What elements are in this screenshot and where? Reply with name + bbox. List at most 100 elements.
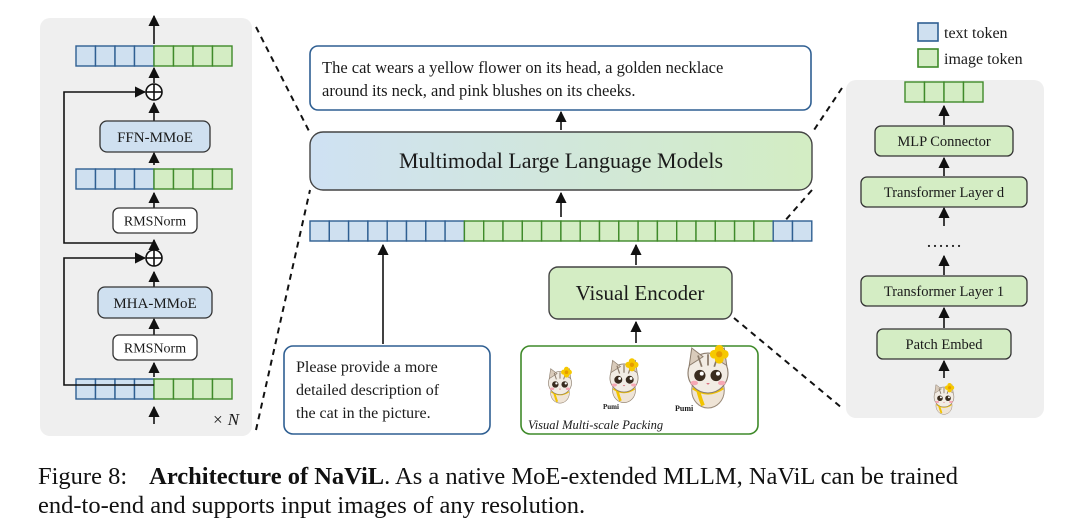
mlp-connector-block: MLP Connector [874,125,1014,157]
image-token [943,81,965,103]
text-token [425,220,446,242]
text-token [367,220,388,242]
text-token [347,220,369,242]
image-token [695,220,716,242]
cat-image-input [933,382,956,416]
architecture-diagram: FFN-MMoE RMSNorm MHA-MMoE RMSNorm × N Th… [40,14,1044,436]
right-output-tokens [904,81,984,103]
output-text-box: The cat wears a yellow flower on its hea… [309,45,812,111]
text-token [772,220,794,242]
text-token [133,45,155,67]
llm-block: Multimodal Large Language Models [309,131,813,191]
image-token [540,220,562,242]
visual-encoder-block: Visual Encoder [548,266,733,320]
image-token [211,45,233,67]
patch-embed-block: Patch Embed [876,328,1012,360]
transformer-layer-1-block: Transformer Layer 1 [860,275,1028,307]
text-token [114,45,136,67]
caption-line-1: . As a native MoE-extended MLLM, NaViL c… [384,463,958,490]
output-text-line-1: The cat wears a yellow flower on its hea… [322,58,723,77]
image-token [211,378,233,400]
image-token [153,168,175,190]
prompt-line-1: Please provide a more [296,359,438,376]
image-token [904,81,926,103]
text-token [94,378,116,400]
image-token [172,45,194,67]
image-token [753,220,774,242]
image-token [560,220,581,242]
packing-label: Visual Multi-scale Packing [528,418,663,432]
zoom-line-left-top [255,26,311,134]
image-token [733,220,755,242]
cat-image-small [547,365,573,405]
image-token [656,220,678,242]
rmsnorm-bottom-label: RMSNorm [124,342,186,357]
text-token [791,220,813,242]
text-token [75,378,97,400]
image-token [521,220,543,242]
cat-tag-large: Pumi [675,404,694,413]
text-token [133,378,155,400]
text-token [114,378,136,400]
legend: text token image token [917,22,1023,68]
residual-connection-bottom [63,252,154,386]
image-token [153,378,175,400]
text-token [114,168,136,190]
legend-image-token-label: image token [944,51,1023,68]
visual-encoder-label: Visual Encoder [576,281,705,305]
image-token [618,220,639,242]
multiscale-images-box: Pumi Pumi Visual Multi-scale Packing [520,343,759,435]
text-token [386,220,408,242]
image-token [192,378,214,400]
residual-connection-top [63,86,154,244]
transformer-layer-d-label: Transformer Layer d [884,185,1005,201]
add-node-bottom [145,249,163,267]
cat-image-large [686,343,731,410]
cat-tag-medium: Pumi [603,403,619,411]
caption-line-2: end-to-end and supports input images of … [38,492,586,519]
image-token [153,45,175,67]
image-token [676,220,697,242]
image-token [923,81,945,103]
image-token [172,378,194,400]
rmsnorm-top-block: RMSNorm [112,207,198,234]
text-token [133,168,155,190]
cat-image-medium [608,356,640,404]
legend-text-token-swatch [917,22,939,42]
legend-image-token-swatch [917,48,939,68]
text-token [75,168,97,190]
image-token [463,220,485,242]
prompt-line-3: the cat in the picture. [296,405,431,422]
image-token [192,168,214,190]
left-token-rows [75,45,233,400]
mha-mmoe-block: MHA-MMoE [97,286,213,319]
prompt-text-box: Please provide a more detailed descripti… [283,345,491,435]
mha-mmoe-label: MHA-MMoE [113,296,196,312]
image-token [211,168,233,190]
layers-ellipsis: …… [926,231,962,251]
text-token [309,220,330,242]
text-token [444,220,466,242]
text-token [328,220,350,242]
image-token [192,45,214,67]
image-token [637,220,659,242]
image-token [172,168,194,190]
rmsnorm-top-label: RMSNorm [124,215,186,230]
legend-text-token-label: text token [944,25,1008,42]
caption-title: Architecture of NaViL [149,463,385,490]
transformer-layer-d-block: Transformer Layer d [860,176,1028,208]
rmsnorm-bottom-block: RMSNorm [112,334,198,361]
transformer-layer-1-label: Transformer Layer 1 [884,284,1004,300]
prompt-line-2: detailed description of [296,382,440,399]
text-token [94,168,116,190]
image-token [579,220,601,242]
mlp-connector-label: MLP Connector [897,134,990,150]
zoom-line-right-top [811,87,843,134]
ffn-mmoe-block: FFN-MMoE [99,120,211,153]
ffn-mmoe-label: FFN-MMoE [117,130,193,146]
center-token-sequence [309,220,813,242]
output-text-line-2: around its neck, and pink blushes on its… [322,81,635,100]
repeat-n-label: × N [212,410,241,429]
zoom-line-left-bottom [255,189,311,431]
add-node-top [145,83,163,101]
